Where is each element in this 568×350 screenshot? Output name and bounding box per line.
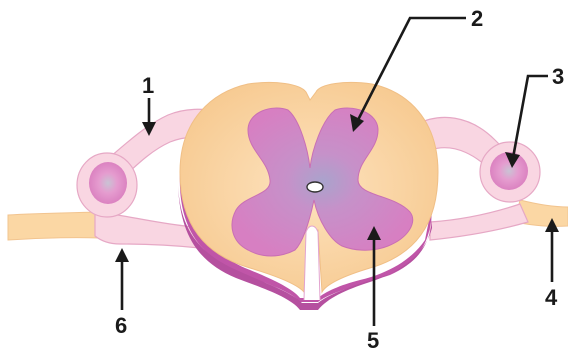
anterior-median-fissure [304,226,320,300]
label-3: 3 [552,64,564,89]
label-4: 4 [545,285,558,310]
leader-4 [545,218,559,282]
right-ventral-root [430,204,528,240]
leader-6 [115,248,129,310]
label-1: 1 [142,73,154,98]
label-6: 6 [115,313,127,338]
label-5: 5 [367,328,379,350]
left-spinal-nerve [8,212,100,240]
left-ventral-root [95,212,200,248]
right-dorsal-root-ganglion [480,142,540,202]
label-2: 2 [471,6,483,31]
left-dorsal-root-ganglion [77,153,137,217]
central-canal [307,182,323,192]
